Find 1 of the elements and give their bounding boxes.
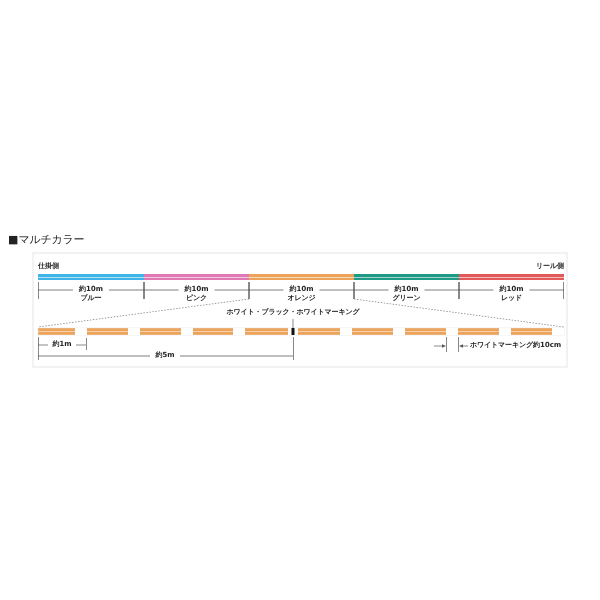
title: ■マルチカラー xyxy=(8,234,84,245)
